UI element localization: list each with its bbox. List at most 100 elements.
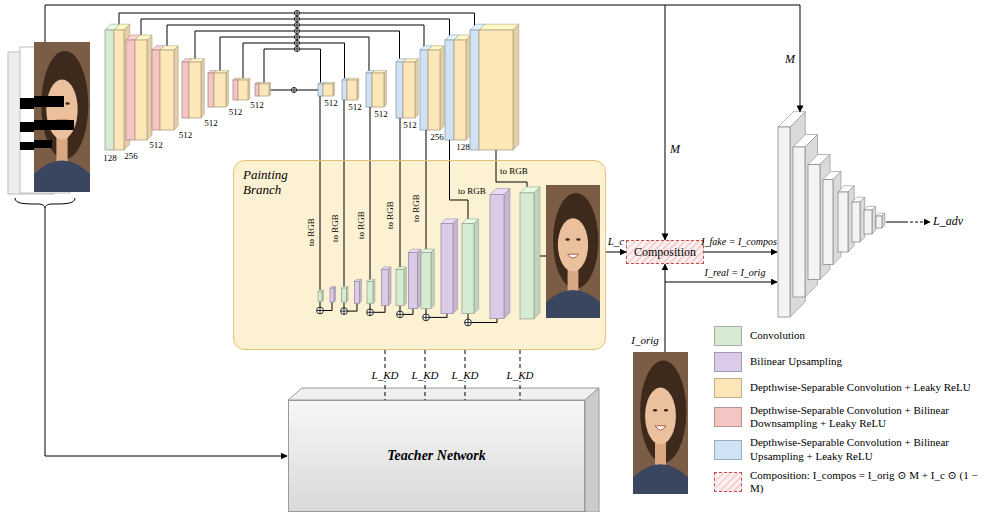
discriminator-layer [838,192,848,252]
sum-symbol [294,40,299,45]
channel-count: 512 [348,103,362,113]
loss-label: L_KD [450,369,481,381]
legend-entry: Depthwise-Separable Convolution + Biline… [714,436,980,462]
sum-cross [465,319,472,326]
skip-connection [220,37,369,73]
sum-circle [397,311,404,318]
sum-symbol [291,87,296,92]
sum-circle [294,16,299,21]
sum-cross [341,308,348,315]
eye [565,238,569,240]
dsconv-layer-side [415,59,418,118]
sum-circle [317,307,324,314]
dsconv-layer [259,84,269,96]
discriminator-layer [823,180,833,265]
rgb-label: to RGB [331,214,341,242]
up-layer [445,40,454,140]
dsconv-layer [347,80,357,100]
signal-label: I_orig [631,334,659,346]
shoulders [34,161,90,193]
down-layer [208,73,214,107]
composition-box: Composition [626,240,704,264]
skip-connection [167,25,424,50]
face-photo [34,42,90,192]
conv-layer [396,269,404,305]
up-layer [470,30,479,150]
conv-layer [318,292,322,302]
rgb-label: to RGB [386,201,396,229]
connector [606,251,626,252]
legend-swatch [714,472,742,492]
dsconv-layer [238,80,248,100]
sum-cross [317,307,324,314]
branch-fill [233,160,606,350]
legend-text: Depthwise-Separable Convolution + Leaky … [750,381,978,394]
sum-cross [397,311,404,318]
upsample-layer [355,281,360,303]
rgb-label: to RGB [500,167,528,177]
legend-swatch [714,326,742,346]
up-layer [420,50,428,130]
upsample-layer [382,269,389,305]
conv-layer [462,224,474,314]
to-rgb-line [344,100,345,287]
rgb-label: to RGB [357,211,367,239]
legend-swatch [714,352,742,372]
dsconv-layer-side [513,24,519,150]
channel-count: 512 [229,108,243,118]
signal-label: I_fake = I_compos [701,236,777,247]
to-rgb-line [496,150,527,187]
legend-entry: Composition: I_compos = I_orig ⊙ M + I_c… [714,469,980,495]
dsconv-layer [135,40,147,140]
sum-symbol [294,34,299,39]
eye [653,409,657,411]
conv-layer [421,252,431,308]
dsconv-layer-side [174,46,178,130]
loss-label: L_c [606,235,627,247]
up-layer [366,73,372,107]
signal-label: M [670,143,680,156]
sum-symbol [397,311,404,318]
sum-circle [294,46,299,51]
dsconv-layer-side [440,46,444,130]
sum-circle [291,87,296,92]
signal-label: L_adv [933,215,963,228]
conv-layer-side [534,187,540,319]
sum-symbol [341,308,348,315]
upsample-layer-side [504,189,510,319]
up-layer [396,62,403,118]
channel-count: 512 [149,141,163,151]
teacher-box: Teacher Network [288,400,585,512]
down-layer [182,62,189,118]
dsconv-layer [479,30,513,150]
discriminator-layer-side [872,206,876,234]
upsample-layer [409,252,418,308]
real-line [665,282,777,283]
sum-cross [423,314,430,321]
sum-cross [294,16,299,21]
channel-count: 512 [403,121,417,131]
channel-count: 512 [204,119,218,129]
photo-background [34,42,90,192]
rgb-label: to RGB [307,218,317,246]
mask-hole [34,140,52,148]
dsconv-layer [160,50,174,130]
conv-layer [342,288,347,302]
conv-layer-side [431,249,434,308]
sum-cross [294,28,299,33]
sum-cross [294,46,299,51]
skip-connection [264,49,321,84]
upsample-layer-side [453,219,458,314]
rgb-label: to RGB [412,194,422,222]
sum-symbol [294,16,299,21]
conv-layer-side [474,219,479,314]
down-layer [126,40,135,140]
sum-symbol [294,46,299,51]
down-layer [152,50,160,130]
mask-line [664,5,665,240]
channel-count: 512 [324,99,338,109]
dsconv-layer [454,40,466,140]
loss-link [905,222,930,223]
sum-symbol [367,309,374,316]
upsample-layer [490,195,504,319]
